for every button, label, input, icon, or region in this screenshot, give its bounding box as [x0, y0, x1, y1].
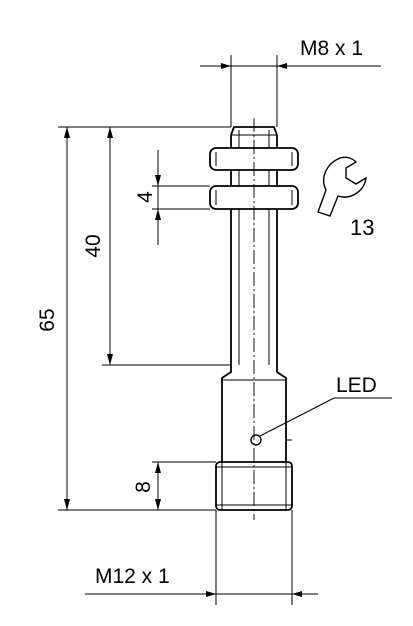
- nut-thickness-label: 4: [134, 191, 157, 203]
- bottom-thread-label: M12 x 1: [95, 565, 170, 588]
- led-label: LED: [336, 374, 377, 397]
- connector-length-label: 8: [132, 481, 155, 493]
- bottom-thread-dimension: M12 x 1: [85, 510, 318, 605]
- overall-length-label: 65: [36, 308, 59, 331]
- nut-thickness-dimension: 4: [134, 150, 210, 245]
- wrench-size: 13: [317, 156, 374, 240]
- top-thread-dimension: M8 x 1: [200, 37, 381, 127]
- sensor-body: [209, 118, 299, 520]
- led-callout: LED: [259, 374, 392, 437]
- thread-length-label: 40: [82, 234, 105, 257]
- wrench-icon: [317, 156, 367, 217]
- led-indicator: [250, 434, 262, 446]
- thread-length-dimension: 40: [82, 127, 231, 366]
- top-thread-label: M8 x 1: [300, 37, 363, 60]
- overall-length-dimension: 65: [36, 126, 231, 511]
- sensor-housing: [221, 382, 292, 462]
- threaded-shaft: [230, 209, 278, 365]
- wrench-size-label: 13: [350, 215, 374, 240]
- connector-length-dimension: 8: [132, 461, 216, 510]
